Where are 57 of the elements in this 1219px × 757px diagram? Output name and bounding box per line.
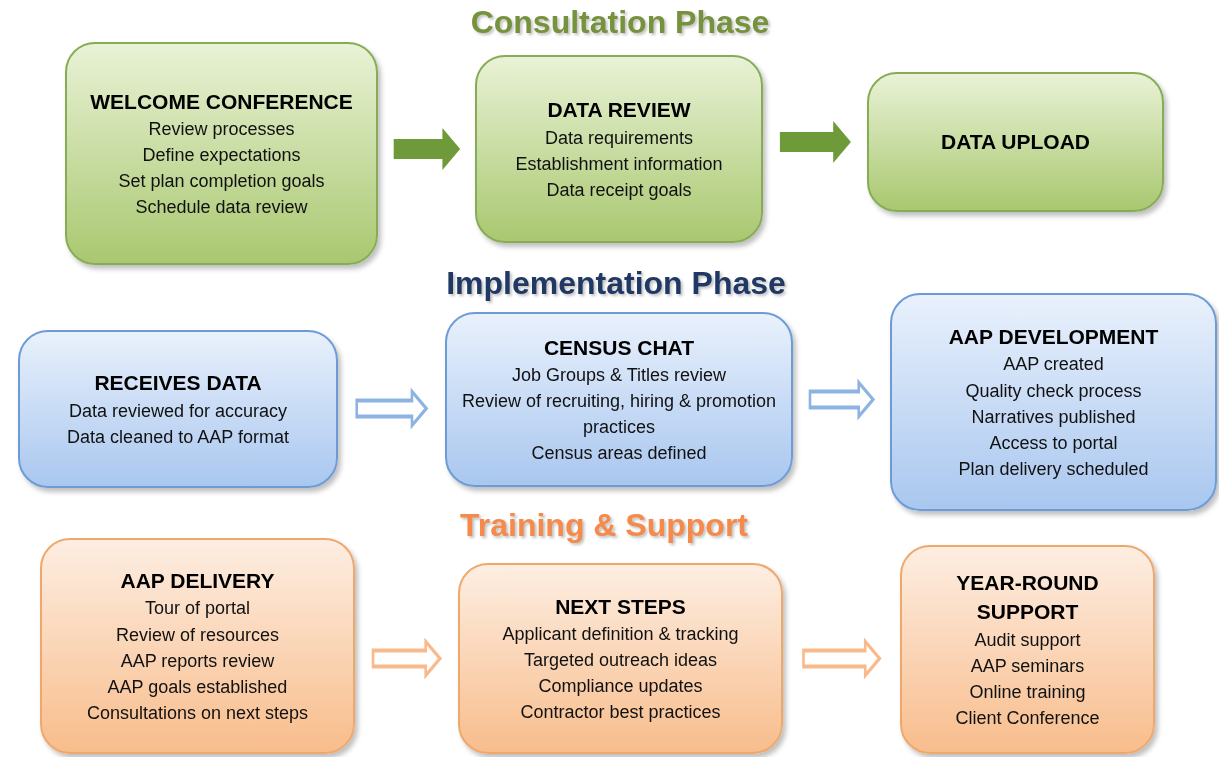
phase-title: Training & Support <box>460 507 748 544</box>
box-heading: AAP DELIVERY <box>120 568 275 595</box>
block-arrow <box>371 637 443 680</box>
box-item: Plan delivery scheduled <box>958 457 1149 481</box>
box-item: Applicant definition & tracking <box>502 623 739 646</box>
phase-title: Implementation Phase <box>446 265 786 302</box>
box-item: Targeted outreach ideas <box>523 649 718 673</box>
box-item: AAP seminars <box>970 654 1085 678</box>
block-arrow <box>393 127 461 171</box>
box-item: Data requirements <box>544 126 694 150</box>
box-item: Establishment information <box>515 152 723 176</box>
box-item: Data reviewed for accuracy <box>68 399 288 423</box>
box-item: Client Conference <box>955 707 1100 730</box>
box-item: AAP goals established <box>107 675 288 699</box>
process-box <box>18 330 338 488</box>
process-box <box>890 293 1217 511</box>
process-box <box>475 55 763 243</box>
box-item: Review processes <box>148 118 295 141</box>
process-box <box>900 545 1155 754</box>
box-item: Schedule data review <box>135 196 308 220</box>
box-item: Census areas defined <box>531 442 707 466</box>
box-heading: AAP DEVELOPMENT <box>948 324 1159 351</box>
box-item: Audit support <box>974 628 1081 652</box>
box-heading: WELCOME CONFERENCE <box>90 88 353 115</box>
box-item: Define expectations <box>142 144 301 168</box>
block-arrow <box>808 378 876 421</box>
box-item: Consultations on next steps <box>86 701 309 725</box>
box-item: AAP created <box>1003 353 1104 377</box>
box-item: Tour of portal <box>144 597 251 621</box>
box-item: Review of recruiting, hiring & promotion practices <box>461 390 777 440</box>
box-item: Data receipt goals <box>546 178 692 202</box>
box-item: Quality check process <box>965 379 1142 403</box>
block-arrow <box>355 387 429 430</box>
block-arrow <box>779 120 851 164</box>
box-heading: NEXT STEPS <box>555 593 686 620</box>
process-box <box>867 72 1164 212</box>
box-heading: RECEIVES DATA <box>94 370 262 397</box>
process-box <box>445 312 793 487</box>
process-box <box>40 538 355 754</box>
block-arrow <box>801 637 882 680</box>
box-heading: CENSUS CHAT <box>543 334 695 361</box>
box-item: Job Groups & Titles review <box>511 364 727 387</box>
box-item: Compliance updates <box>538 675 703 699</box>
box-item: Narratives published <box>971 405 1136 429</box>
box-heading: DATA UPLOAD <box>941 129 1090 156</box>
process-box <box>458 563 783 754</box>
box-item: Contractor best practices <box>520 701 721 725</box>
box-item: Review of resources <box>115 623 280 647</box>
phase-title: Consultation Phase <box>470 4 770 41</box>
box-item: AAP reports review <box>120 649 275 673</box>
box-heading: DATA REVIEW <box>547 97 691 124</box>
box-item: Online training <box>969 680 1086 704</box>
process-box <box>65 42 378 265</box>
box-item: Data cleaned to AAP format <box>67 425 289 449</box>
box-heading: YEAR-ROUND SUPPORT <box>955 569 1100 626</box>
box-item: Access to portal <box>989 431 1118 455</box>
box-item: Set plan completion goals <box>118 170 325 194</box>
